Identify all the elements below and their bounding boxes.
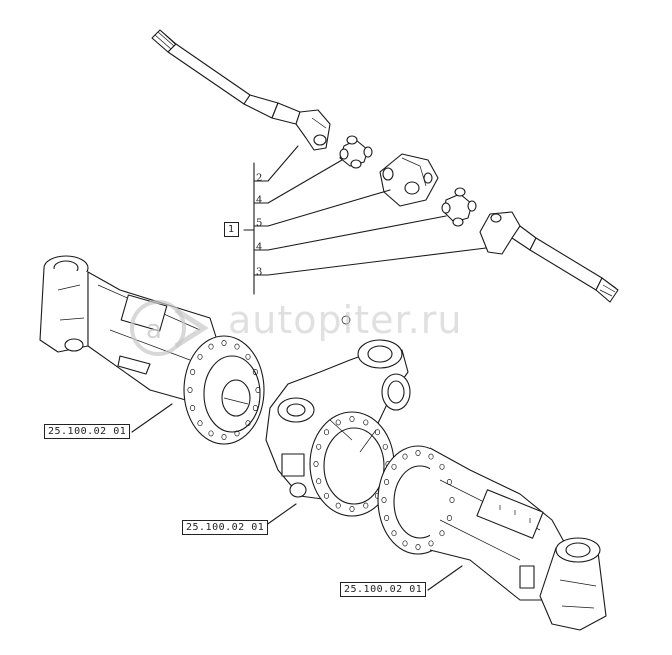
bolt-hole xyxy=(446,515,452,521)
bolt-hole xyxy=(197,420,203,427)
left-flange-bolt-holes xyxy=(187,340,261,440)
bolt-hole xyxy=(221,340,227,346)
bolt-hole xyxy=(221,434,227,440)
item-number-4-upper: 4 xyxy=(256,195,263,206)
bolt-hole xyxy=(187,387,193,393)
svg-text:a: a xyxy=(146,315,162,345)
bolt-hole xyxy=(402,540,408,547)
bolt-hole xyxy=(313,461,319,467)
bolt-hole xyxy=(402,453,408,460)
bolt-hole xyxy=(208,430,214,437)
bolt-hole xyxy=(439,530,445,537)
autopiter-logo-icon: a xyxy=(128,298,212,362)
bolt-hole xyxy=(439,463,445,470)
bolt-hole xyxy=(391,463,397,470)
left-axle-housing xyxy=(39,255,265,445)
item-number-4-lower: 4 xyxy=(256,242,263,253)
bolt-hole xyxy=(255,387,261,393)
universal-joint-spider-upper xyxy=(339,135,373,169)
upper-axle-shaft xyxy=(151,29,331,151)
bolt-hole xyxy=(391,530,397,537)
reference-box-center[interactable]: 25.100.02 01 xyxy=(182,520,269,535)
bolt-hole xyxy=(234,343,240,350)
item-number-2: 2 xyxy=(256,173,263,184)
bolt-hole xyxy=(234,430,240,437)
right-flange-bolt-holes xyxy=(381,450,455,550)
bolt-hole xyxy=(415,450,421,456)
bolt-hole xyxy=(252,369,258,375)
bolt-hole xyxy=(190,405,196,411)
bolt-hole xyxy=(428,453,434,460)
bolt-hole xyxy=(245,353,251,360)
bolt-hole xyxy=(382,443,388,450)
bolt-hole xyxy=(381,497,387,503)
watermark-text: autopiter.ru xyxy=(228,298,463,342)
lower-axle-shaft xyxy=(479,211,619,303)
bolt-hole xyxy=(245,420,251,427)
bolt-hole xyxy=(449,497,455,503)
double-yoke-coupling xyxy=(379,153,439,207)
bolt-hole xyxy=(316,443,322,450)
bolt-hole xyxy=(323,429,330,436)
bolt-hole xyxy=(384,515,390,521)
bolt-hole xyxy=(415,544,421,550)
right-axle-housing xyxy=(377,445,607,631)
bolt-hole xyxy=(335,502,341,509)
item-number-5: 5 xyxy=(256,218,263,229)
bolt-hole xyxy=(323,492,330,499)
reference-box-left[interactable]: 25.100.02 01 xyxy=(44,424,131,439)
item-number-3: 3 xyxy=(256,267,263,278)
bolt-hole xyxy=(197,353,203,360)
universal-joint-spider-lower xyxy=(441,187,477,227)
bolt-hole xyxy=(428,540,434,547)
bolt-hole xyxy=(316,478,322,485)
bolt-hole xyxy=(374,429,381,436)
bolt-hole xyxy=(208,343,214,350)
bolt-hole xyxy=(349,416,355,422)
bolt-hole xyxy=(384,479,390,485)
bolt-hole xyxy=(363,502,369,509)
bolt-hole xyxy=(446,479,452,485)
item-callout-bracket xyxy=(243,145,487,295)
bolt-hole xyxy=(363,419,369,426)
bolt-hole xyxy=(190,369,196,375)
group-label-box: 1 xyxy=(224,222,239,237)
bolt-hole xyxy=(252,405,258,411)
reference-box-right[interactable]: 25.100.02 01 xyxy=(340,582,427,597)
bolt-hole xyxy=(335,419,341,426)
bolt-hole xyxy=(349,506,355,512)
